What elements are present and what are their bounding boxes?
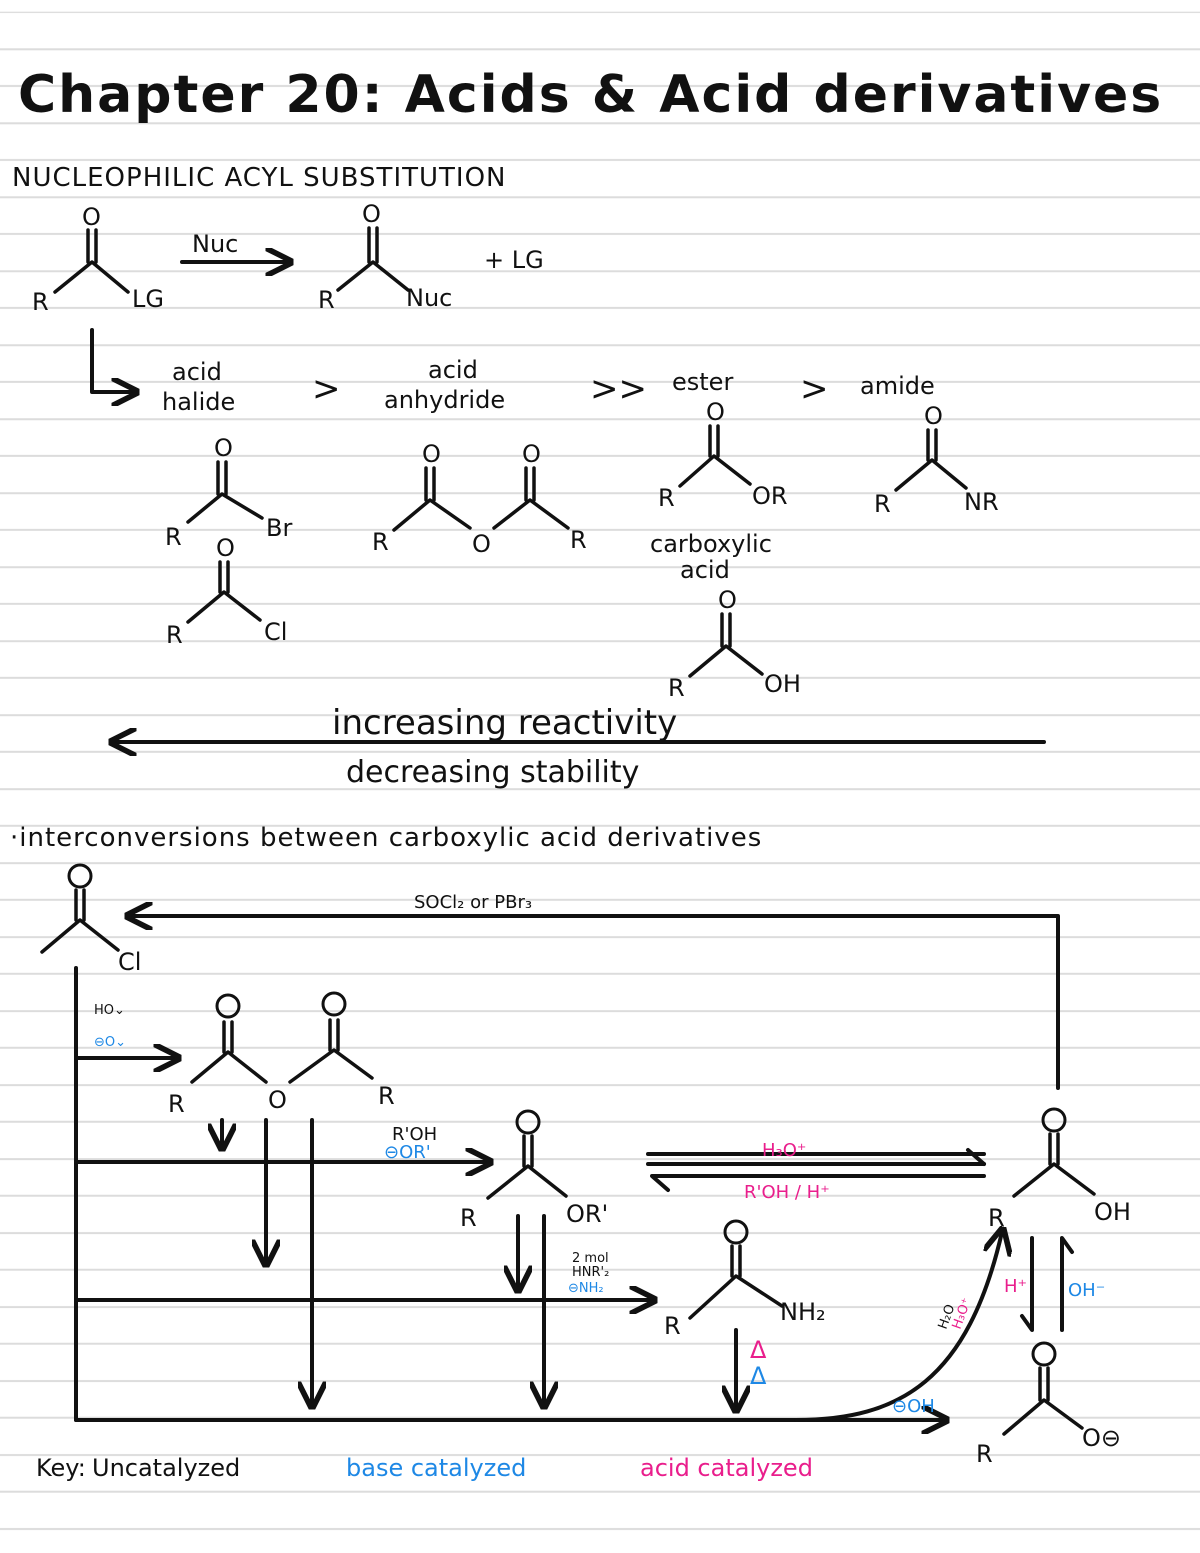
cl-label: Cl	[118, 948, 141, 976]
ester-structure: O R OR	[658, 398, 788, 512]
hydroxide-reagent-2: OH⁻	[1068, 1280, 1105, 1301]
section-heading-interconversions: ·interconversions between carboxylic aci…	[10, 823, 762, 853]
key-base-catalyzed: base catalyzed	[346, 1454, 526, 1482]
increasing-reactivity: increasing reactivity	[332, 703, 677, 743]
proton-reagent: H⁺	[1004, 1276, 1027, 1297]
svg-text:R: R	[658, 484, 675, 512]
carboxylic-acid-structure: O R OH	[668, 586, 801, 702]
ester-structure-2: R OR'	[460, 1109, 608, 1232]
key-label: Key:	[36, 1454, 86, 1482]
greater-than-3: >	[800, 369, 829, 409]
svg-text:R: R	[668, 674, 685, 702]
section-heading-nas: NUCLEOPHILIC ACYL SUBSTITUTION	[12, 163, 506, 193]
delta-acid: Δ	[750, 1336, 767, 1364]
anhydride-structure: O O R O R	[372, 440, 587, 558]
nuc-label: Nuc	[406, 284, 452, 312]
svg-text:R: R	[165, 523, 182, 551]
svg-text:O: O	[522, 440, 541, 468]
br-label: Br	[266, 514, 292, 542]
key-acid-catalyzed: acid catalyzed	[640, 1454, 813, 1482]
amide-structure-2: R NH₂	[664, 1219, 826, 1340]
cl-label: Cl	[264, 618, 287, 646]
or-prime-label: OR'	[566, 1200, 608, 1228]
alcohol-acid-reagent: R'OH / H⁺	[744, 1182, 830, 1203]
r-label: R	[32, 288, 49, 316]
svg-text:R: R	[372, 528, 389, 556]
svg-text:R: R	[166, 621, 183, 649]
socl2-arrow	[130, 916, 1060, 1090]
anhydride-structure-2: R O R	[168, 991, 395, 1118]
greater-than-2: >>	[590, 369, 647, 409]
svg-text:O: O	[422, 440, 441, 468]
product-acyl-nuc: O R Nuc	[318, 200, 452, 314]
amide-anion-reagent: ⊖NH₂	[568, 1281, 604, 1296]
protonation-arrow	[1060, 1236, 1074, 1332]
carboxylic-label: carboxylic	[650, 530, 772, 558]
acyl-chloride-structure: Cl	[40, 863, 141, 976]
svg-text:O: O	[214, 434, 233, 462]
svg-text:R: R	[460, 1204, 477, 1232]
svg-text:R: R	[378, 1082, 395, 1110]
acid-anhydride-line2: anhydride	[384, 386, 505, 414]
ester-label: ester	[672, 368, 733, 396]
nr-label: NR	[964, 488, 999, 516]
two-mol-reagent: 2 mol	[572, 1251, 609, 1266]
carboxylic-acid-structure-2: R OH	[988, 1107, 1131, 1232]
oxygen-label: O	[82, 203, 101, 231]
key-uncatalyzed: Uncatalyzed	[92, 1454, 240, 1482]
acid-anhydride-line1: acid	[428, 356, 478, 384]
delta-base: Δ	[750, 1362, 767, 1390]
carboxylate-o-minus: O⊖	[1082, 1424, 1121, 1452]
greater-than-1: >	[312, 369, 341, 409]
plus-leaving-group: + LG	[484, 246, 544, 274]
reagent-nuc: Nuc	[192, 230, 238, 258]
hydronium-reagent-2: H₃O⁺	[950, 1296, 975, 1331]
oh-label: OH	[1094, 1198, 1131, 1226]
svg-text:O: O	[924, 402, 943, 430]
roh-reagent: R'OH	[392, 1124, 437, 1145]
oxygen-label: O	[362, 200, 381, 228]
acid-chloride-structure: O R Cl	[166, 534, 287, 649]
curved-arrow-to-acid	[794, 1232, 1002, 1422]
socl2-reagent: SOCl₂ or PBr₃	[414, 892, 532, 913]
svg-text:R: R	[664, 1312, 681, 1340]
svg-text:R: R	[874, 490, 891, 518]
amide-label: amide	[860, 372, 935, 400]
amine-reagent: HNR'₂	[572, 1265, 609, 1280]
hydroxide-reagent: ⊖OH	[892, 1396, 935, 1417]
reactant-acyl-lg: O R LG	[32, 203, 164, 316]
hydronium-reagent: H₃O⁺	[762, 1140, 806, 1161]
svg-text:O: O	[718, 586, 737, 614]
svg-text:O: O	[268, 1086, 287, 1114]
deprotonation-arrow	[1020, 1236, 1034, 1332]
svg-text:R: R	[168, 1090, 185, 1118]
alkoxide-reagent: ⊖OR'	[384, 1142, 431, 1163]
svg-text:O: O	[706, 398, 725, 426]
acid-bromide-structure: O R Br	[165, 434, 292, 551]
svg-text:R: R	[988, 1204, 1005, 1232]
carboxylate-reagent-mini: ⊖O⌄	[94, 1035, 126, 1050]
acid-halide-line2: halide	[162, 388, 235, 416]
decreasing-stability: decreasing stability	[346, 755, 639, 790]
amide-structure: O R NR	[874, 402, 999, 518]
hook-arrow	[90, 328, 134, 392]
svg-text:R: R	[976, 1440, 993, 1468]
carboxylate-structure: R O⊖	[976, 1341, 1121, 1468]
oh-label: OH	[764, 670, 801, 698]
or-label: OR	[752, 482, 788, 510]
nh2-label: NH₂	[780, 1298, 826, 1326]
svg-text:O: O	[472, 530, 491, 558]
lg-label: LG	[132, 285, 164, 313]
r-label: R	[318, 286, 335, 314]
carboxylic-acid-reagent-mini: HO⌄	[94, 1003, 125, 1018]
page-title: Chapter 20: Acids & Acid derivatives	[18, 65, 1163, 125]
svg-text:O: O	[216, 534, 235, 562]
acid-label: acid	[680, 556, 730, 584]
svg-text:R: R	[570, 526, 587, 554]
equilibrium-reverse	[650, 1174, 986, 1192]
acid-halide-line1: acid	[172, 358, 222, 386]
